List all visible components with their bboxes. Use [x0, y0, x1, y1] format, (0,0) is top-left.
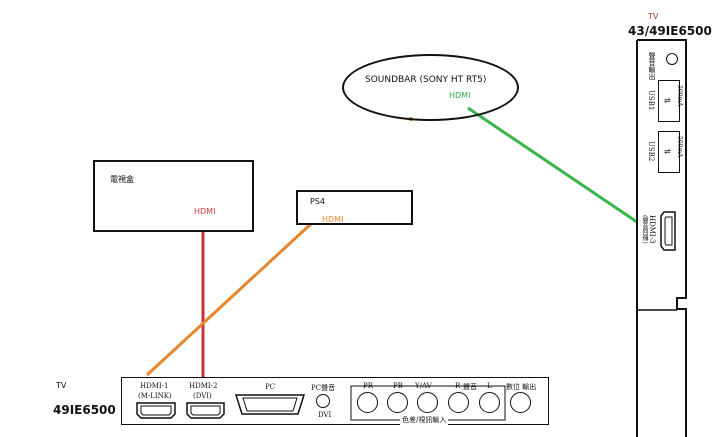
tv-back-audio-label: 聲音: [463, 383, 477, 391]
tv-back-panel: [121, 377, 549, 425]
tv-back-pb-jack: [387, 392, 408, 413]
tv-back-pc-audio-label: PC聲音: [311, 384, 336, 392]
tv-back-hdmi1-label: HDMI-1: [140, 382, 169, 390]
tv-back-pc-audio-jack: [316, 394, 330, 408]
tv-side-usb2-current: 500mA: [676, 136, 683, 158]
usb2-icon: ⇌: [664, 147, 671, 156]
tv-back-pb-label: PB: [393, 382, 403, 390]
tv-back-pc-vga-port: [234, 394, 306, 415]
ps4-device: [296, 190, 413, 225]
hdmi-cable-soundbar-to-hdmi3: [467, 106, 638, 224]
tv-back-hdmi2-port: [186, 402, 225, 419]
tv-back-hdmi1-sub: (M-LINK): [138, 392, 172, 400]
tv-side-headphone-jack: [666, 53, 678, 65]
tv-back-pr-jack: [357, 392, 378, 413]
tv-back-r-label: R: [455, 382, 461, 390]
settop-box-device: [93, 160, 254, 232]
tv-back-digital-out-jack: [510, 392, 531, 413]
tv-side-prefix: TV: [648, 12, 659, 21]
tv-side-usb1-current: 500mA: [676, 85, 683, 107]
settop-box-label: 電視盒: [110, 175, 134, 184]
hdmi-cable-ps4-to-hdmi1: [145, 220, 315, 377]
soundbar-device: [342, 54, 519, 121]
tv-back-prefix: TV: [56, 381, 67, 390]
tv-back-hdmi2-sub: (DVI): [193, 392, 212, 400]
tv-back-yav-jack: [417, 392, 438, 413]
tv-back-dvi-label: DVI: [318, 411, 332, 419]
tv-side-hdmi3-sub: (聲音回傳): [641, 215, 648, 244]
tv-back-audio-l-jack: [479, 392, 500, 413]
tv-side-usb2-port: [658, 131, 680, 173]
soundbar-hdmi-label: HDMI: [449, 91, 471, 100]
soundbar-label: SOUNDBAR (SONY HT RT5): [365, 75, 487, 85]
tv-back-hdmi1-port: [136, 402, 176, 419]
tv-back-digital-out-label: 數位 輸出: [506, 383, 537, 391]
tv-side-model: 43/49IE6500: [628, 24, 712, 38]
tv-side-hdmi3-label: HDMI-3: [648, 215, 656, 244]
ps4-label: PS4: [310, 197, 325, 206]
tv-back-l-label: L: [487, 382, 492, 390]
tv-back-pc-label: PC: [265, 383, 276, 391]
usb1-icon: ⇌: [664, 96, 671, 105]
tv-back-pr-label: PR: [363, 382, 373, 390]
tv-side-headphone-label: 聲音輸出: [648, 52, 656, 80]
tv-back-hdmi2-label: HDMI-2: [189, 382, 218, 390]
tv-side-usb2-label: USB2: [647, 141, 655, 162]
ps4-hdmi-label: HDMI: [322, 215, 344, 224]
tv-side-usb1-label: USB1: [647, 90, 655, 111]
tv-back-yav-label: Y/AV: [415, 382, 432, 390]
settop-box-hdmi-label: HDMI: [194, 207, 216, 216]
tv-back-model: 49IE6500: [53, 403, 116, 417]
tv-back-audio-r-jack: [448, 392, 469, 413]
tv-side-usb1-port: [658, 80, 680, 122]
tv-back-component-label: 色差/視訊輸入: [400, 415, 449, 425]
